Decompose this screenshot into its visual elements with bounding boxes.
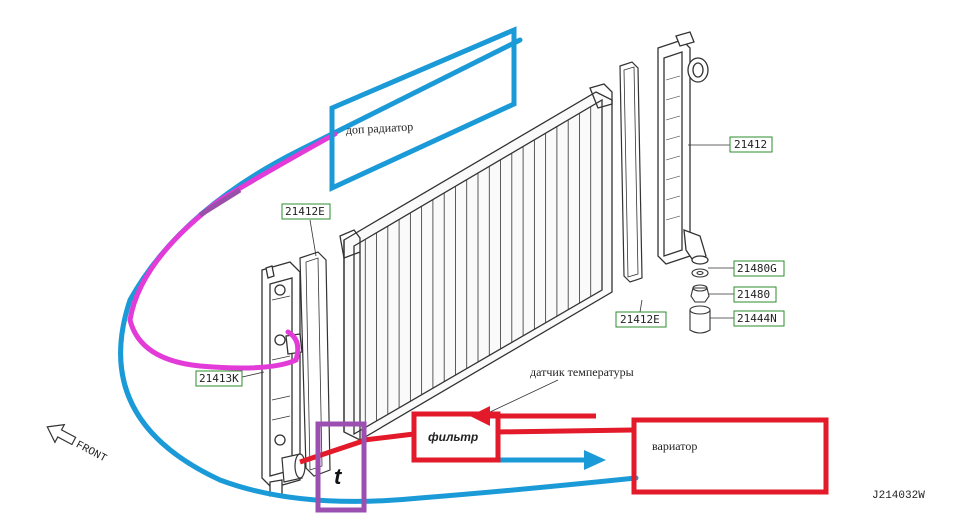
red-link-down bbox=[299, 437, 367, 465]
magenta-hose-transition bbox=[198, 187, 242, 218]
front-label: FRONT bbox=[74, 439, 109, 465]
part-label-21412e-top: 21412E bbox=[281, 203, 331, 220]
right-tank bbox=[657, 31, 709, 265]
front-arrow-icon bbox=[46, 423, 77, 446]
left-gasket bbox=[299, 251, 331, 477]
variator-label: вариатор bbox=[652, 439, 697, 453]
drain-washer-21480g bbox=[691, 268, 709, 278]
temp-symbol: t bbox=[334, 464, 343, 489]
part-label-21480g: 21480G bbox=[733, 260, 785, 277]
svg-text:21480: 21480 bbox=[737, 288, 770, 301]
part-label-21444n: 21444N bbox=[733, 310, 785, 327]
red-link-mid bbox=[495, 427, 633, 435]
temp-sensor-box bbox=[315, 421, 367, 513]
variator-box bbox=[631, 417, 829, 495]
svg-text:21412E: 21412E bbox=[620, 313, 660, 326]
front-indicator: FRONT bbox=[46, 423, 109, 466]
part-label-21413k: 21413K bbox=[195, 370, 243, 387]
part-label-21412e-bottom: 21412E bbox=[615, 311, 667, 328]
part-label-21412: 21412 bbox=[729, 136, 773, 153]
red-link-left bbox=[363, 431, 415, 443]
part-label-21480: 21480 bbox=[733, 286, 777, 303]
drain-cap-21444n bbox=[689, 305, 711, 334]
leader-lines bbox=[237, 144, 734, 413]
radiator-core bbox=[339, 83, 613, 441]
extra-radiator-label: доп радиатор bbox=[345, 119, 413, 137]
left-tank bbox=[261, 261, 303, 497]
right-gasket bbox=[619, 61, 643, 283]
svg-text:21480G: 21480G bbox=[737, 262, 777, 275]
svg-text:21412: 21412 bbox=[734, 138, 767, 151]
blue-arrow-right bbox=[584, 450, 606, 470]
diagram-id: J214032W bbox=[872, 490, 925, 502]
extra-radiator-box bbox=[329, 26, 517, 192]
magenta-supply-line bbox=[127, 131, 338, 371]
filter-label: фильтр bbox=[428, 430, 478, 444]
temp-sensor-label: датчик температуры bbox=[530, 365, 634, 379]
drain-plug-21480 bbox=[690, 284, 710, 303]
svg-text:21413K: 21413K bbox=[199, 372, 239, 385]
svg-text:21412E: 21412E bbox=[285, 205, 325, 218]
svg-text:21444N: 21444N bbox=[737, 312, 777, 325]
filter-box bbox=[411, 411, 501, 463]
left-tank-outlet bbox=[281, 453, 306, 483]
left-gasket-inner bbox=[305, 257, 323, 471]
